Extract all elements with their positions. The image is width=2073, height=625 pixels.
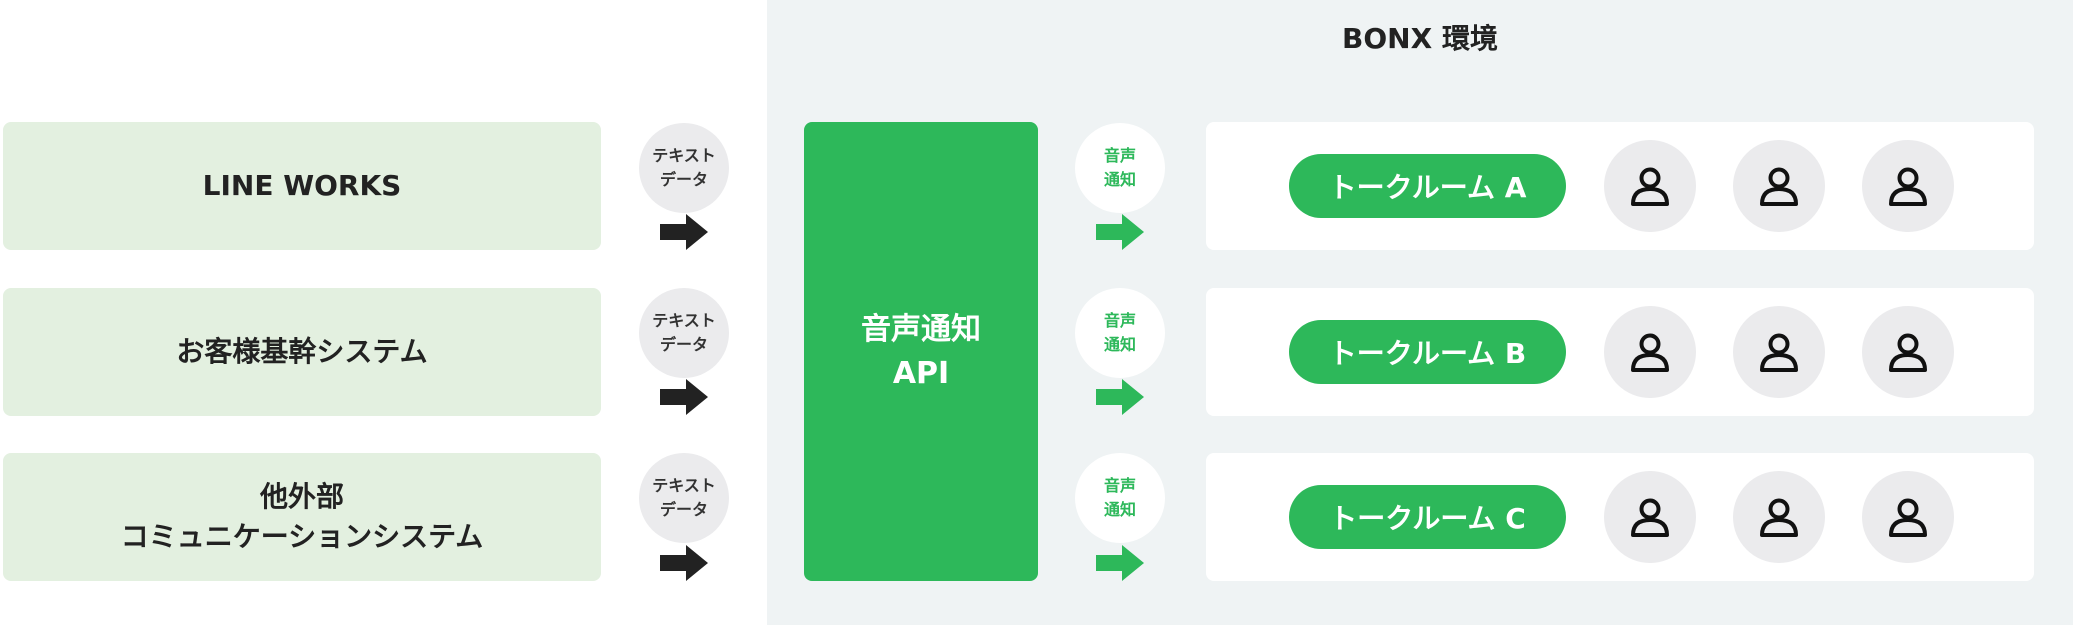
user-icon — [1604, 471, 1696, 563]
voice-notification-api-box: 音声通知 API — [804, 122, 1038, 581]
arrow-right-icon — [660, 379, 708, 415]
arrow-right-icon — [1096, 379, 1144, 415]
user-icon — [1733, 471, 1825, 563]
talk-room-a-label: トークルーム A — [1289, 154, 1566, 218]
voice-notification-tag: 音声 通知 — [1075, 123, 1165, 213]
user-icon — [1862, 306, 1954, 398]
user-icon — [1862, 471, 1954, 563]
bonx-environment-title: BONX 環境 — [1342, 22, 1498, 55]
source-external-communication-system: 他外部 コミュニケーションシステム — [3, 453, 601, 581]
arrow-right-icon — [1096, 214, 1144, 250]
voice-notification-tag: 音声 通知 — [1075, 453, 1165, 543]
text-data-tag: テキスト データ — [639, 123, 729, 213]
user-icon — [1733, 306, 1825, 398]
arrow-right-icon — [660, 214, 708, 250]
talk-room-b-label: トークルーム B — [1289, 320, 1566, 384]
arrow-right-icon — [660, 545, 708, 581]
user-icon — [1862, 140, 1954, 232]
talk-room-c-label: トークルーム C — [1289, 485, 1566, 549]
user-icon — [1604, 140, 1696, 232]
source-customer-core-system: お客様基幹システム — [3, 288, 601, 416]
text-data-tag: テキスト データ — [639, 288, 729, 378]
voice-notification-tag: 音声 通知 — [1075, 288, 1165, 378]
user-icon — [1733, 140, 1825, 232]
arrow-right-icon — [1096, 545, 1144, 581]
source-line-works: LINE WORKS — [3, 122, 601, 250]
user-icon — [1604, 306, 1696, 398]
text-data-tag: テキスト データ — [639, 453, 729, 543]
